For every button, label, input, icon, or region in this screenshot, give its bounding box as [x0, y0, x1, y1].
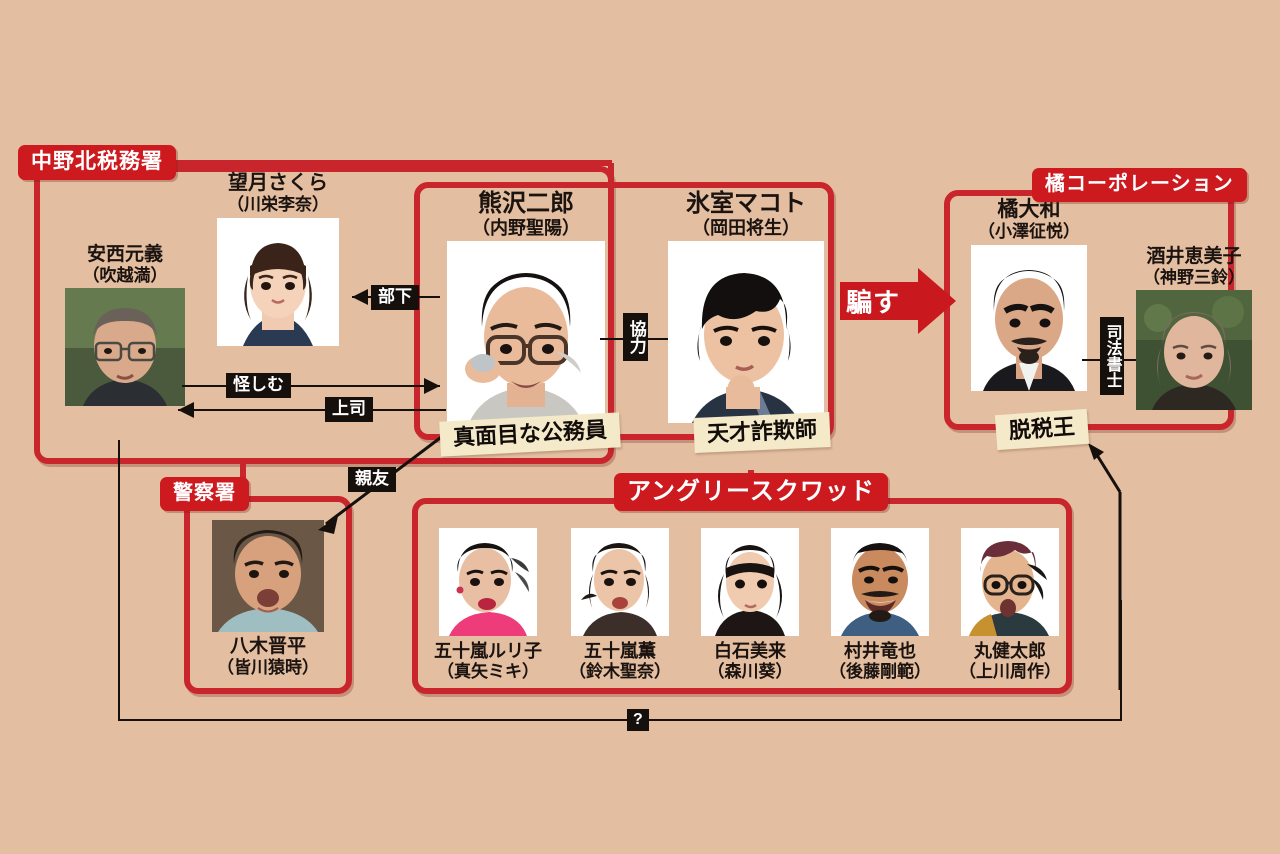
- portrait-murai: [831, 528, 929, 636]
- person-card-tachibana[interactable]: 橘大和 （小澤征悦）: [962, 198, 1096, 391]
- connector-label-joushi: 上司: [325, 397, 373, 422]
- portrait-himuro: [668, 241, 824, 424]
- damasu-arrow-label: 騙す: [846, 287, 901, 318]
- group-box-tax-office: [34, 166, 614, 464]
- connector-question-left-riser: [118, 440, 120, 720]
- avatar: [217, 217, 339, 346]
- person-actor: （上川周作）: [959, 661, 1061, 681]
- person-actor: （鈴木聖奈）: [569, 661, 671, 681]
- person-actor: （川栄李奈）: [227, 195, 329, 214]
- person-actor: （神野三鈴）: [1143, 267, 1245, 287]
- connector-label-question: ?: [627, 709, 649, 731]
- group-box-main-duo: [414, 182, 834, 440]
- person-card-kumazawa[interactable]: 熊沢二郎 （内野聖陽）: [440, 190, 612, 424]
- person-card-miku[interactable]: 白石美来 （森川葵）: [686, 528, 814, 681]
- connector-label-shinyuu: 親友: [348, 467, 396, 492]
- avatar: [65, 288, 185, 407]
- connector-label-ayashimu: 怪しむ: [226, 373, 291, 398]
- person-card-yagi[interactable]: 八木晋平 （皆川猿時）: [198, 520, 338, 677]
- portrait-anzai: [65, 288, 185, 407]
- rail-tax-to-main: [608, 163, 614, 187]
- person-name: 五十嵐薫: [584, 641, 656, 661]
- portrait-sakai: [1136, 290, 1252, 411]
- connector-label-shihou: 司法書士: [1100, 317, 1124, 395]
- portrait-mochizuki: [217, 217, 339, 346]
- portrait-kumazawa: [447, 241, 605, 424]
- tonzei-arrowhead: [1088, 443, 1104, 460]
- person-name: 白石美来: [714, 641, 786, 661]
- person-card-ruriko[interactable]: 五十嵐ルリ子 （真矢ミキ）: [424, 528, 552, 681]
- portrait-maru: [961, 528, 1059, 636]
- connector-question-right-riser: [1120, 600, 1122, 720]
- portrait-miku: [701, 528, 799, 636]
- person-name: 熊沢二郎: [478, 190, 574, 217]
- portrait-yagi: [212, 520, 324, 632]
- person-actor: （後藤剛範）: [829, 661, 931, 681]
- person-card-murai[interactable]: 村井竜也 （後藤剛範）: [816, 528, 944, 681]
- avatar: [571, 528, 669, 636]
- person-actor: （内野聖陽）: [472, 217, 580, 238]
- group-box-police: [184, 496, 352, 694]
- person-name: 酒井恵美子: [1146, 246, 1242, 267]
- avatar: [971, 244, 1087, 391]
- person-name: 丸健太郎: [974, 641, 1046, 661]
- tag-himuro: 天才詐欺師: [693, 412, 831, 454]
- person-actor: （吹越満）: [82, 265, 168, 285]
- person-name: 望月さくら: [228, 172, 328, 194]
- avatar: [961, 528, 1059, 636]
- tonzei-diagonal: [1090, 446, 1122, 493]
- person-name: 八木晋平: [229, 636, 306, 657]
- portrait-tachibana: [971, 244, 1087, 391]
- connector-label-buka: 部下: [371, 285, 419, 310]
- avatar: [831, 528, 929, 636]
- connector-question-line: [118, 719, 1122, 721]
- badge-angry-squad[interactable]: アングリースクワッド: [614, 473, 888, 512]
- person-actor: （森川葵）: [707, 661, 793, 681]
- person-actor: （小澤征悦）: [978, 222, 1080, 242]
- badge-tachibana[interactable]: 橘コーポレーション: [1032, 168, 1247, 202]
- person-name: 氷室マコト: [686, 190, 806, 217]
- person-card-mochizuki[interactable]: 望月さくら （川栄李奈）: [208, 172, 348, 346]
- connector-joushi-line: [178, 409, 446, 411]
- tag-tachibana: 脱税王: [994, 408, 1090, 451]
- person-actor: （岡田将生）: [692, 217, 800, 238]
- person-card-sakai[interactable]: 酒井恵美子 （神野三鈴）: [1130, 246, 1258, 411]
- damasu-arrow: 騙す: [840, 268, 956, 334]
- person-actor: （皆川猿時）: [217, 657, 319, 677]
- connector-label-kyouryoku: 協力: [623, 313, 648, 361]
- avatar: [1136, 290, 1252, 411]
- person-card-anzai[interactable]: 安西元義 （吹越満）: [60, 244, 190, 407]
- rail-tax-top: [80, 160, 612, 166]
- damasu-arrow-shape: [840, 268, 956, 334]
- person-card-maru[interactable]: 丸健太郎 （上川周作）: [946, 528, 1074, 681]
- avatar: [668, 241, 824, 424]
- connector-ayashimu-line: [182, 385, 440, 387]
- avatar: [701, 528, 799, 636]
- person-actor: （真矢ミキ）: [437, 661, 539, 681]
- person-name: 五十嵐ルリ子: [434, 641, 542, 661]
- badge-tax-office[interactable]: 中野北税務署: [18, 145, 176, 181]
- person-name: 村井竜也: [844, 641, 916, 661]
- badge-police[interactable]: 警察署: [160, 477, 249, 511]
- portrait-kaoru: [571, 528, 669, 636]
- person-name: 橘大和: [997, 198, 1061, 221]
- person-name: 安西元義: [86, 244, 163, 265]
- person-card-kaoru[interactable]: 五十嵐薫 （鈴木聖奈）: [556, 528, 684, 681]
- avatar: [212, 520, 324, 632]
- portrait-ruriko: [439, 528, 537, 636]
- person-card-himuro[interactable]: 氷室マコト （岡田将生）: [660, 190, 832, 424]
- avatar: [439, 528, 537, 636]
- avatar: [447, 241, 605, 424]
